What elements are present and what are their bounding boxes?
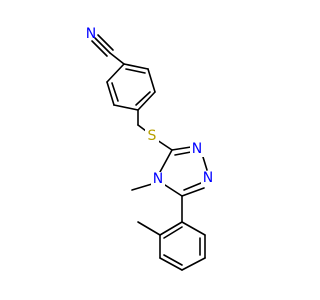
ring1-bond-3-inner: [135, 91, 151, 106]
nitrile-n-label: N: [86, 26, 96, 42]
ring1-bond-1-inner: [125, 68, 146, 74]
triazole-bond-n-c5: [181, 187, 205, 197]
triazole-n-lower-label: N: [203, 170, 213, 186]
triazole-n-upper-bg: [190, 142, 204, 157]
atom-labels: N S N N N: [86, 26, 215, 187]
triazole-n-upper-label: N: [192, 141, 202, 157]
triazole-n-lower-bg: [201, 171, 215, 186]
molecule-canvas: N S N N N: [86, 26, 215, 271]
triazole-bond-c3-n-inner: [174, 151, 192, 156]
triazole-bond-n-n: [202, 156, 208, 171]
ring1-bond-6: [106, 63, 125, 83]
ring1-bond-3: [137, 91, 156, 111]
ring2-bond-6: [159, 221, 183, 236]
triazole-bond-n4-c3: [159, 149, 173, 173]
triazole-bond-c5-n4: [164, 184, 183, 197]
ring1-bond-4: [113, 104, 139, 111]
nitrile-triple-bond-a: [94, 37, 111, 54]
ring2-bond-1: [181, 221, 206, 236]
triazole-n-methyl-bg: [151, 172, 165, 187]
ring2-bond-4: [159, 257, 183, 271]
molecule-structure: N S N N N: [86, 26, 215, 271]
s-to-triazole-bond: [156, 139, 173, 151]
ch2-to-s-bond: [137, 124, 147, 132]
n-methyl-bond: [131, 183, 153, 191]
ring2-bond-6-inner: [163, 226, 183, 239]
ring2-bond-4-inner: [163, 254, 183, 266]
sulfur-label: S: [148, 128, 157, 144]
triazole-n-methyl-label: N: [153, 171, 163, 187]
tolyl-methyl-bond: [137, 221, 161, 236]
nitrile-to-ring-bond: [109, 52, 125, 65]
sulfur-label-bg: [145, 129, 159, 144]
ring1-bond-2: [147, 68, 156, 93]
triazole-bond-n-c5-inner: [183, 182, 202, 191]
nitrile-triple-bond-c: [97, 34, 114, 51]
bonds: [91, 34, 208, 271]
nitrile-triple-bond-b: [91, 40, 108, 57]
ring2-bond-3: [181, 257, 206, 271]
ring1-bond-5: [106, 81, 115, 106]
triazole-bond-c3-n: [171, 146, 192, 151]
ring1-bond-1: [123, 63, 149, 70]
ring1-bond-5-inner: [111, 82, 119, 102]
